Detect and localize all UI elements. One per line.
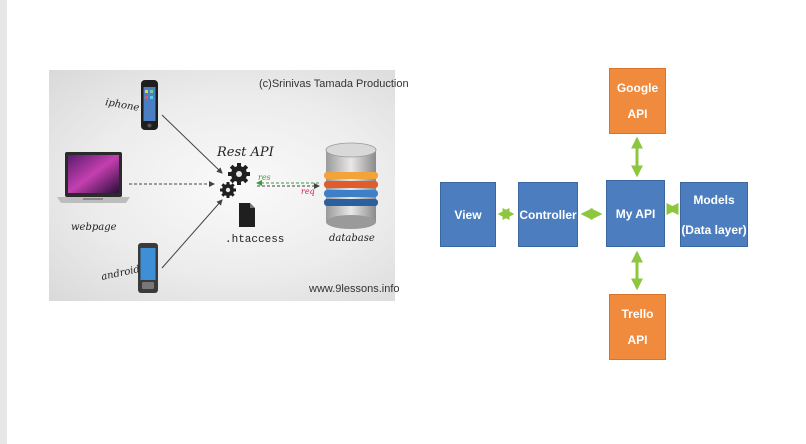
- webpage-label: webpage: [71, 222, 117, 233]
- trello-api-line1: Trello: [621, 307, 654, 321]
- website-text: www.9lessons.info: [309, 283, 400, 295]
- models-line2: (Data layer): [681, 222, 747, 237]
- database-label: database: [329, 233, 375, 244]
- view-node: View: [440, 182, 496, 247]
- htaccess-label: .htaccess: [225, 234, 285, 246]
- controller-label: Controller: [519, 207, 577, 222]
- iphone-device-icon: [141, 80, 158, 130]
- rest-api-illustration: (c)Srinivas Tamada Production iphone web…: [49, 70, 409, 301]
- google-api-line1: Google: [616, 81, 659, 95]
- illustration-graphics: [57, 80, 378, 293]
- models-line1: Models: [693, 192, 735, 207]
- arrow-android-to-api: [161, 199, 223, 269]
- gears-icon: [220, 163, 250, 198]
- controller-node: Controller: [518, 182, 578, 247]
- rest-api-label: Rest API: [217, 145, 274, 160]
- google-api-line2: API: [627, 107, 648, 121]
- google-api-node: Google API: [609, 68, 666, 134]
- my-api-label: My API: [615, 206, 656, 221]
- credit-text: (c)Srinivas Tamada Production: [259, 78, 409, 90]
- left-edge-strip: [0, 0, 7, 444]
- laptop-device-icon: [57, 152, 130, 203]
- trello-api-node: Trello API: [609, 294, 666, 360]
- trello-api-line2: API: [627, 333, 648, 347]
- database-icon: [324, 142, 378, 229]
- req-label: req: [301, 187, 315, 196]
- file-icon: [239, 203, 255, 227]
- view-label: View: [454, 207, 482, 222]
- models-node: Models (Data layer): [680, 182, 748, 247]
- arrow-iphone-to-api: [161, 114, 223, 174]
- android-device-icon: [138, 243, 158, 293]
- res-label: res: [258, 173, 271, 182]
- my-api-node: My API: [606, 180, 665, 247]
